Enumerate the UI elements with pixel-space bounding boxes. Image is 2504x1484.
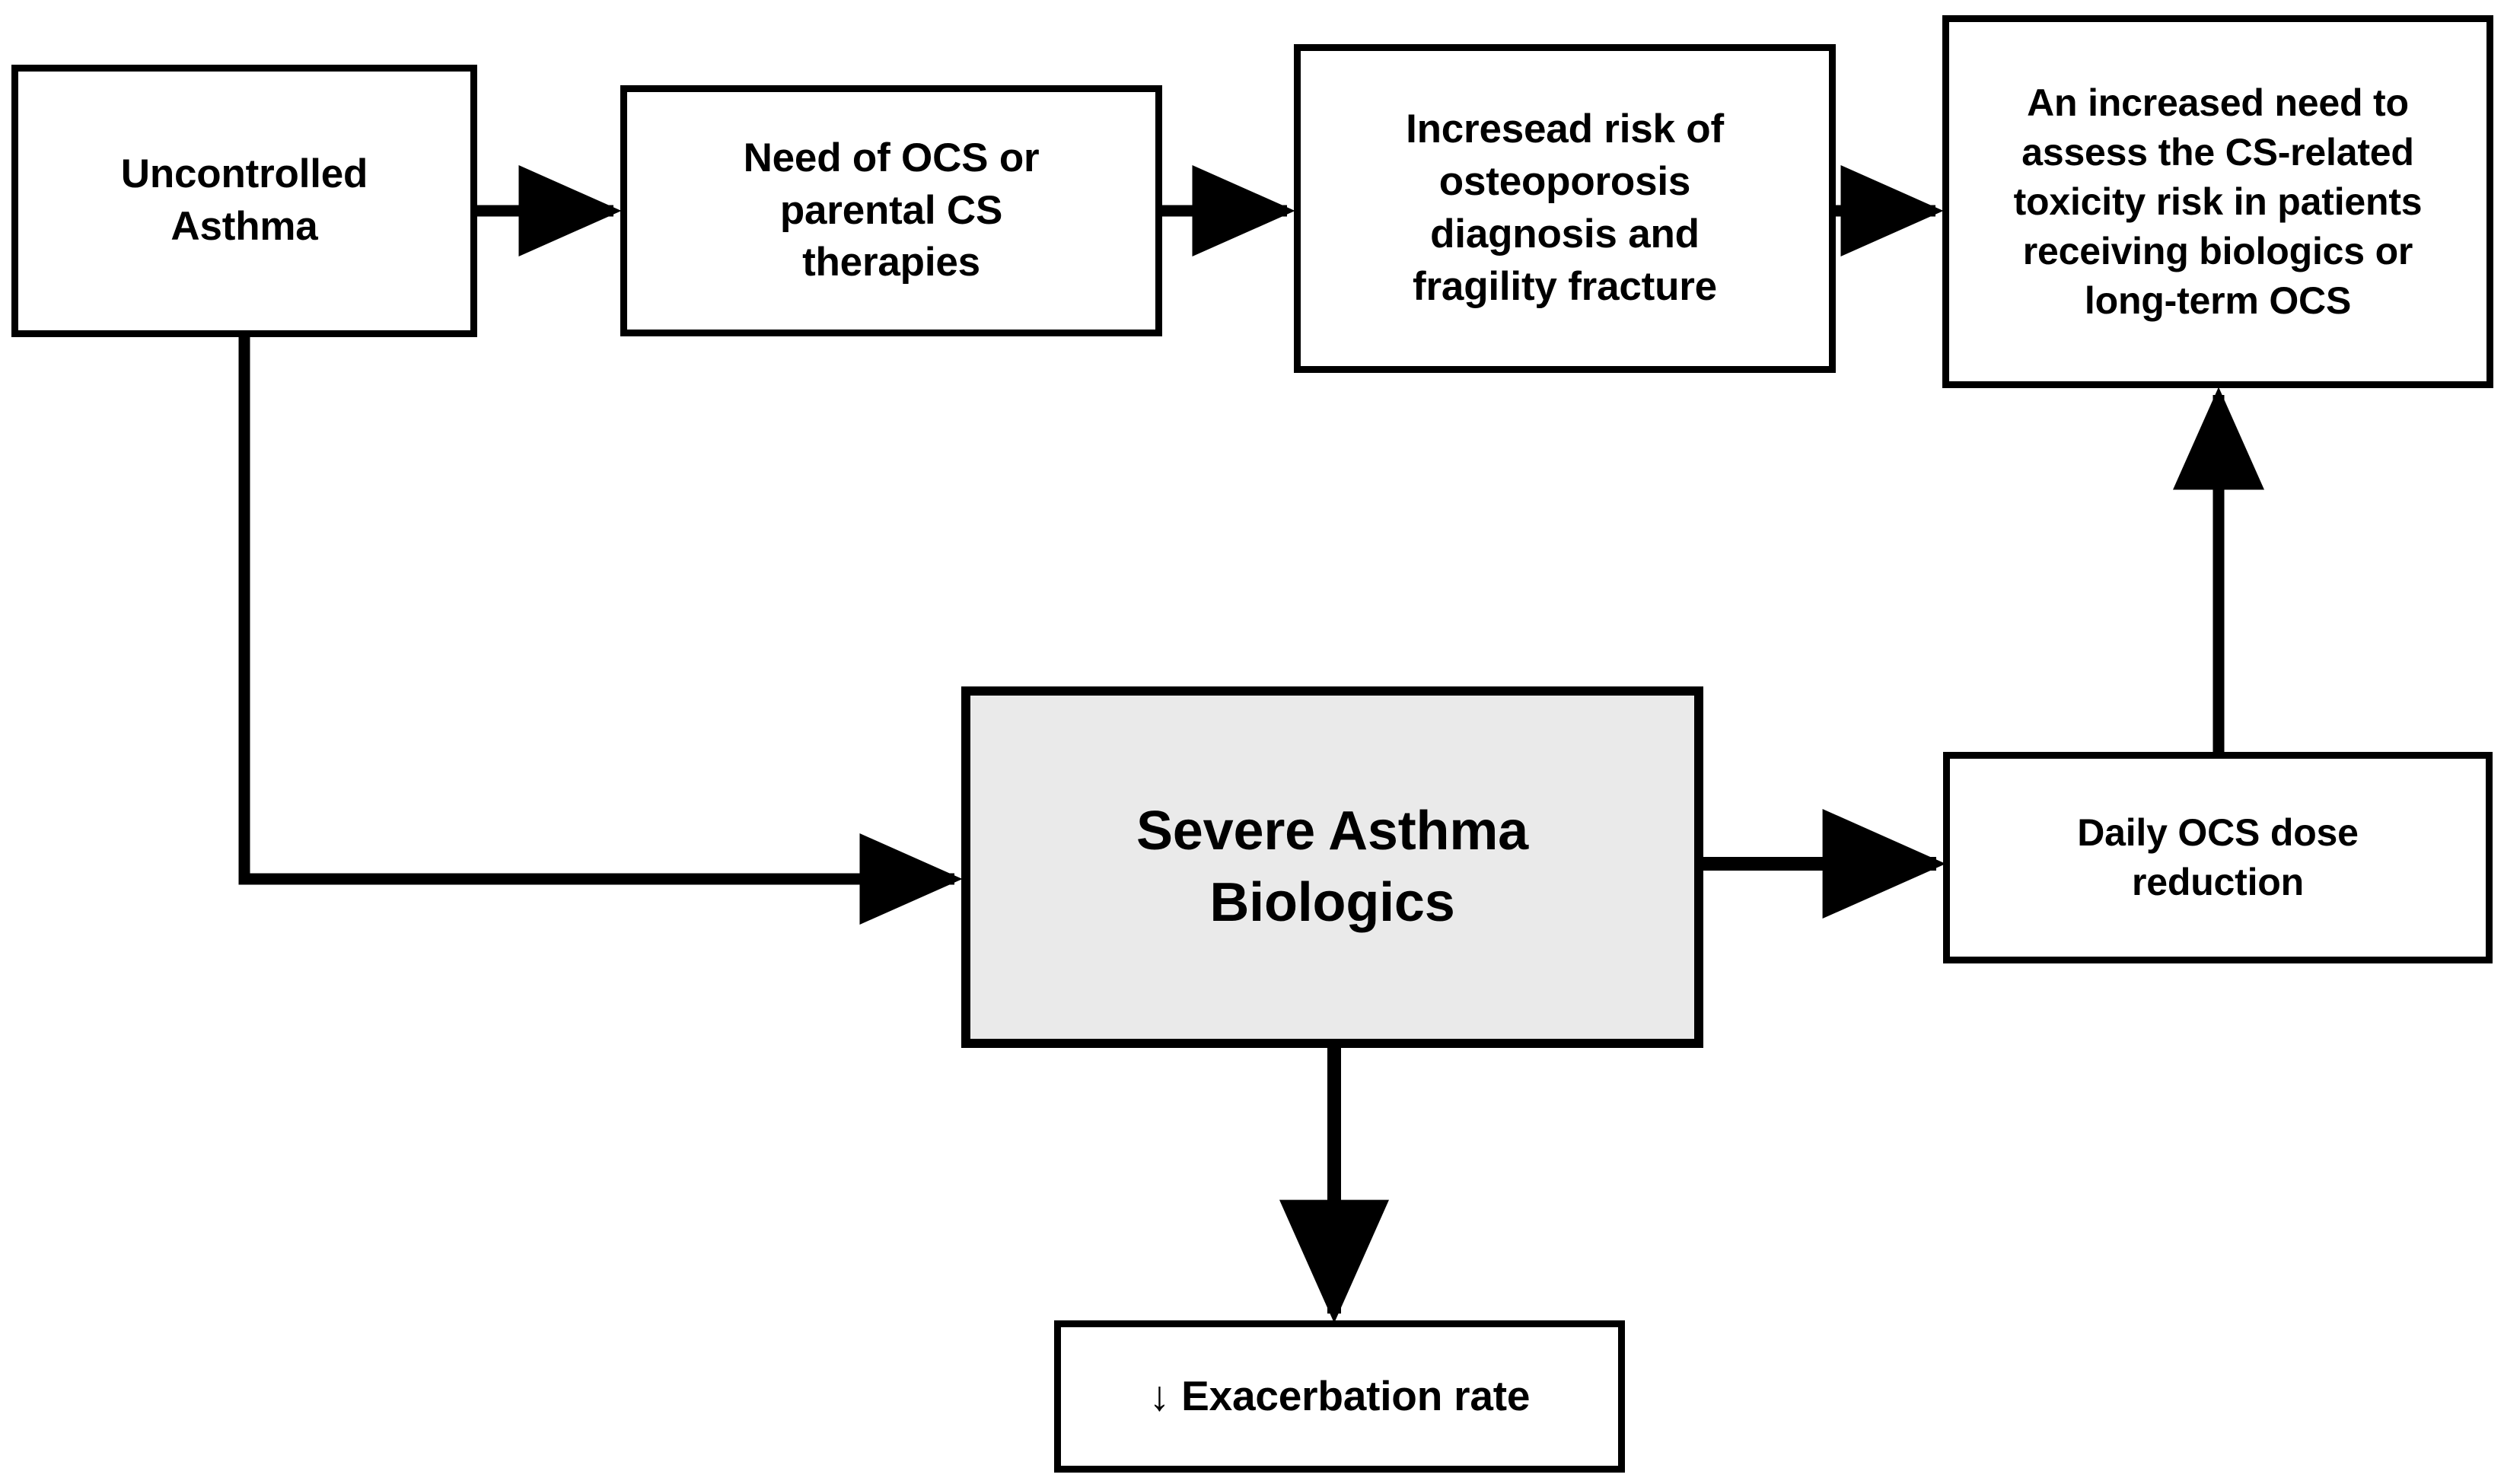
node-toxicity-assess[interactable]: An increased need to assess the CS-relat… bbox=[1942, 15, 2493, 388]
node-exacerbation-rate-label: ↓ Exacerbation rate bbox=[1148, 1372, 1531, 1420]
node-daily-ocs-reduction-label: Daily OCS dose reduction bbox=[2077, 811, 2359, 903]
node-severe-asthma-biologics[interactable]: Severe Asthma Biologics bbox=[961, 686, 1703, 1048]
edge-uncontrolled-to-biologics bbox=[238, 337, 963, 925]
node-uncontrolled-asthma[interactable]: Uncontrolled Asthma bbox=[11, 65, 477, 337]
node-toxicity-assess-label: An increased need to assess the CS-relat… bbox=[2013, 81, 2423, 322]
node-uncontrolled-asthma-label: Uncontrolled Asthma bbox=[120, 151, 368, 249]
node-osteoporosis-risk[interactable]: Incresead risk of osteoporosis diagnosis… bbox=[1294, 44, 1836, 373]
node-ocs-need[interactable]: Need of OCS or parental CS therapies bbox=[620, 85, 1162, 336]
node-severe-asthma-biologics-label: Severe Asthma Biologics bbox=[1136, 800, 1528, 933]
node-exacerbation-rate[interactable]: ↓ Exacerbation rate bbox=[1054, 1320, 1625, 1473]
node-daily-ocs-reduction[interactable]: Daily OCS dose reduction bbox=[1943, 752, 2493, 963]
node-ocs-need-label: Need of OCS or parental CS therapies bbox=[743, 135, 1040, 285]
node-osteoporosis-risk-label: Incresead risk of osteoporosis diagnosis… bbox=[1406, 107, 1724, 309]
